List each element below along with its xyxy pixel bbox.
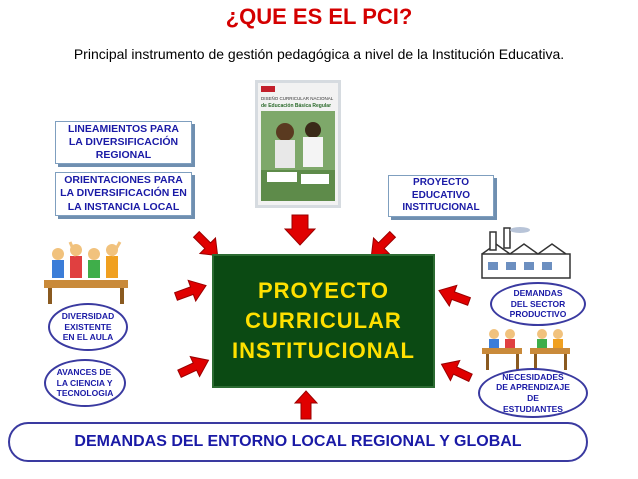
center-box: PROYECTO CURRICULAR INSTITUCIONAL [212,254,435,388]
oval-avances: AVANCES DE LA CIENCIA Y TECNOLOGIA [44,359,126,407]
book-cover-image: DISEÑO CURRICULAR NACIONAL de Educación … [255,80,341,208]
bottom-banner: DEMANDAS DEL ENTORNO LOCAL REGIONAL Y GL… [8,422,588,462]
oval-demandas: DEMANDAS DEL SECTOR PRODUCTIVO [490,282,586,326]
classroom-desks-icon [480,326,576,379]
page-title: ¿QUE ES EL PCI? [225,4,413,29]
factory-icon [478,226,574,287]
center-title: PROYECTO CURRICULAR INSTITUCIONAL [232,278,415,363]
book-title-line1: DISEÑO CURRICULAR NACIONAL [261,95,334,101]
oval-necesidades: NECESIDADES DE APRENDIZAJE DE ESTUDIANTE… [478,368,588,418]
red-arrow-icon [439,358,473,389]
red-arrow-icon [177,354,211,385]
red-arrow-icon [192,228,222,267]
red-arrow-icon [283,214,317,251]
note-proyecto-educativo: PROYECTO EDUCATIVO INSTITUCIONAL [388,175,494,217]
note-lineamientos: LINEAMIENTOS PARA LA DIVERSIFICACIÓN REG… [55,121,192,164]
note-orientaciones: ORIENTACIONES PARA LA DIVERSIFICACIÓN EN… [55,172,192,216]
students-classroom-icon [40,240,132,311]
book-title-line2: de Educación Básica Regular [261,103,331,109]
red-arrow-icon [173,278,208,309]
oval-diversidad: DIVERSIDAD EXISTENTE EN EL AULA [48,303,128,351]
red-arrow-icon [437,283,472,314]
page-subtitle: Principal instrumento de gestión pedagóg… [73,46,565,62]
red-arrow-icon [293,390,319,425]
